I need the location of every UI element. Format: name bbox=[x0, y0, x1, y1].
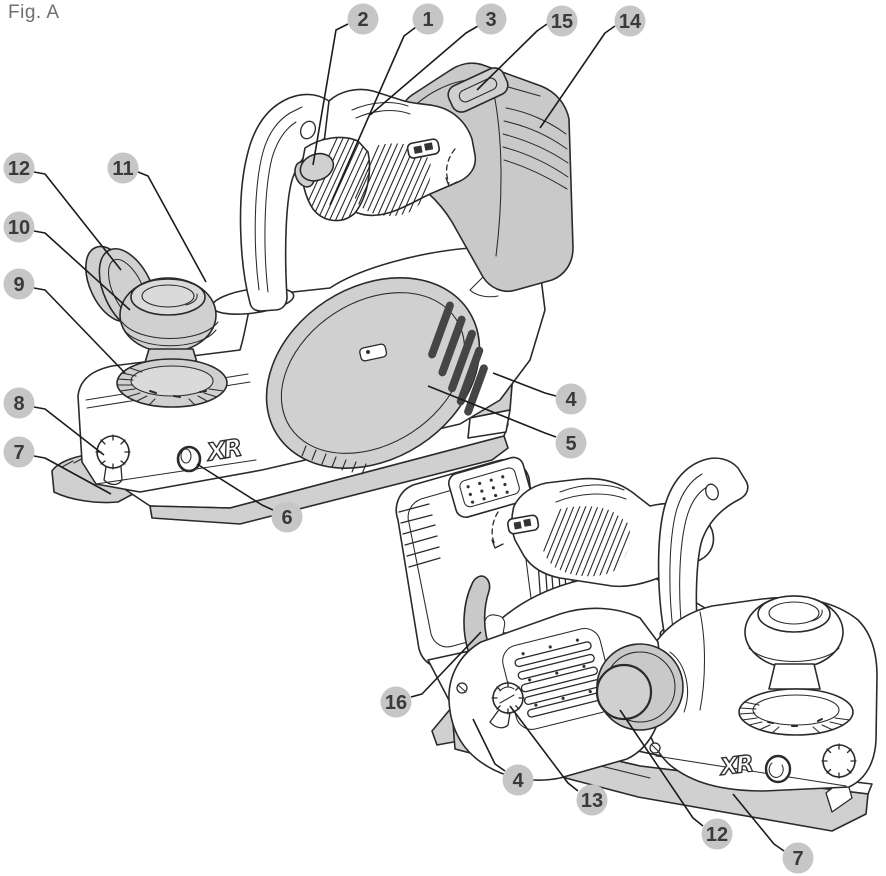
callout-9: 9 bbox=[3, 268, 35, 300]
unlock-arrow-rear bbox=[491, 511, 499, 546]
leader-line-12-bottom bbox=[619, 709, 704, 827]
callout-7-left: 7 bbox=[3, 436, 35, 468]
svg-text:7: 7 bbox=[792, 848, 803, 870]
depth-knob-rear-view bbox=[738, 595, 854, 736]
leader-line-4-right bbox=[492, 372, 557, 397]
svg-text:5: 5 bbox=[565, 433, 576, 455]
svg-text:4: 4 bbox=[565, 389, 577, 411]
mode-selector-rear bbox=[507, 514, 540, 535]
side-hole bbox=[176, 445, 202, 473]
main-handle bbox=[211, 93, 347, 315]
leader-line-12-left bbox=[33, 171, 122, 271]
graduated-dial bbox=[116, 358, 228, 408]
leader-line-11 bbox=[137, 171, 207, 283]
leader-line-1 bbox=[329, 26, 417, 206]
depth-adjustment-knob bbox=[85, 245, 228, 408]
callout-7-bottom: 7 bbox=[782, 842, 814, 874]
dial-ticks bbox=[116, 367, 225, 406]
svg-text:1: 1 bbox=[422, 9, 433, 31]
svg-text:9: 9 bbox=[13, 274, 24, 296]
leader-line-6 bbox=[196, 463, 274, 511]
callout-8: 8 bbox=[3, 387, 35, 419]
callout-11: 11 bbox=[107, 152, 139, 184]
svg-text:11: 11 bbox=[112, 158, 133, 180]
figure-label: Fig. A bbox=[8, 2, 60, 23]
leader-line-5 bbox=[427, 385, 557, 438]
callout-12-left: 12 bbox=[3, 152, 35, 184]
leader-lines bbox=[33, 23, 785, 852]
svg-text:14: 14 bbox=[619, 11, 642, 33]
trigger-grip bbox=[294, 88, 477, 222]
svg-text:12: 12 bbox=[706, 824, 728, 846]
fence-knob bbox=[821, 743, 857, 779]
svg-text:2: 2 bbox=[357, 9, 368, 31]
svg-text:7: 7 bbox=[13, 442, 24, 464]
xr-logo-rear-view: XR bbox=[717, 751, 754, 781]
callout-12-bottom: 12 bbox=[701, 818, 733, 850]
leader-line-4-bottom bbox=[472, 718, 506, 772]
lock-off-button bbox=[294, 152, 335, 188]
leader-line-15 bbox=[476, 23, 548, 91]
callout-3: 3 bbox=[475, 3, 507, 35]
callout-4-bottom: 4 bbox=[502, 764, 534, 796]
svg-text:4: 4 bbox=[512, 770, 524, 792]
callout-5: 5 bbox=[555, 427, 587, 459]
side-adjustment-knob bbox=[95, 434, 131, 486]
fuel-gauge bbox=[447, 456, 532, 519]
mode-selector bbox=[406, 138, 440, 159]
chamfer-knob bbox=[456, 681, 525, 729]
planer-rear-right-view: XR bbox=[395, 456, 878, 832]
leader-line-3 bbox=[369, 25, 479, 116]
callout-14: 14 bbox=[614, 5, 646, 37]
vent-grille-block bbox=[448, 607, 664, 781]
svg-text:16: 16 bbox=[385, 692, 407, 714]
callout-1: 1 bbox=[412, 3, 444, 35]
callout-16: 16 bbox=[380, 686, 412, 718]
graduated-dial-rear bbox=[738, 688, 854, 736]
callout-2-top: 2 bbox=[347, 3, 379, 35]
svg-text:3: 3 bbox=[485, 9, 496, 31]
svg-text:8: 8 bbox=[13, 393, 24, 415]
svg-text:15: 15 bbox=[551, 11, 573, 33]
svg-text:13: 13 bbox=[581, 790, 603, 812]
callout-6: 6 bbox=[271, 501, 303, 533]
leader-line-16 bbox=[410, 631, 482, 698]
leader-line-14 bbox=[539, 25, 616, 129]
dust-extraction-port bbox=[595, 643, 689, 754]
unlock-arrow bbox=[445, 148, 458, 187]
leader-line-13 bbox=[509, 705, 579, 792]
drive-belt-hatch bbox=[301, 445, 367, 475]
leader-line-8 bbox=[33, 406, 105, 456]
callout-10: 10 bbox=[3, 211, 35, 243]
cover-latch bbox=[359, 343, 388, 362]
side-hole-rear bbox=[764, 754, 792, 784]
callout-13: 13 bbox=[576, 784, 608, 816]
leader-line-9 bbox=[33, 287, 126, 374]
leader-line-10 bbox=[33, 230, 131, 311]
belt-cover bbox=[265, 277, 488, 475]
svg-text:10: 10 bbox=[8, 217, 30, 239]
svg-text:6: 6 bbox=[281, 507, 292, 529]
leader-line-7-bottom bbox=[732, 793, 785, 852]
leader-line-2 bbox=[312, 23, 349, 166]
svg-text:12: 12 bbox=[8, 158, 30, 180]
battery-ribs bbox=[502, 107, 569, 190]
grille-vents bbox=[502, 628, 615, 730]
planer-front-left-view: XR bbox=[51, 62, 574, 525]
callout-15: 15 bbox=[546, 5, 578, 37]
leader-line-7-left bbox=[33, 455, 112, 495]
callout-4-right: 4 bbox=[555, 383, 587, 415]
callouts: 2 1 3 15 14 12 11 10 9 8 7 6 4 5 16 4 13… bbox=[3, 3, 814, 874]
xr-logo-front-view: XR bbox=[203, 434, 242, 467]
grip-ribs bbox=[350, 143, 431, 217]
